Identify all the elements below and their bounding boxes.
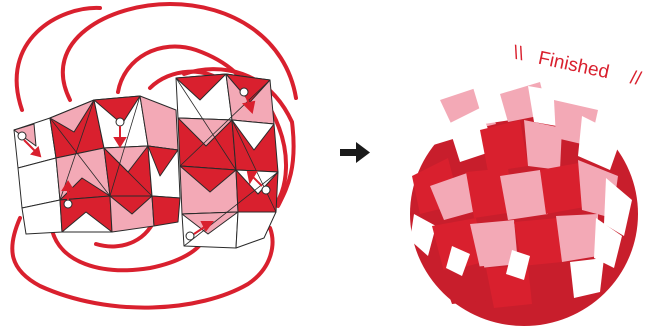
caption-right-marks: // xyxy=(628,67,643,90)
right-arrow-icon xyxy=(340,142,370,163)
finished-ball-photo xyxy=(410,80,638,326)
caption-text: Finished xyxy=(536,48,611,83)
caption-left-marks: \\ xyxy=(511,42,526,65)
finished-caption: \\ Finished // xyxy=(511,42,644,90)
tile-grid xyxy=(14,74,278,248)
folding-diagram xyxy=(12,4,296,308)
